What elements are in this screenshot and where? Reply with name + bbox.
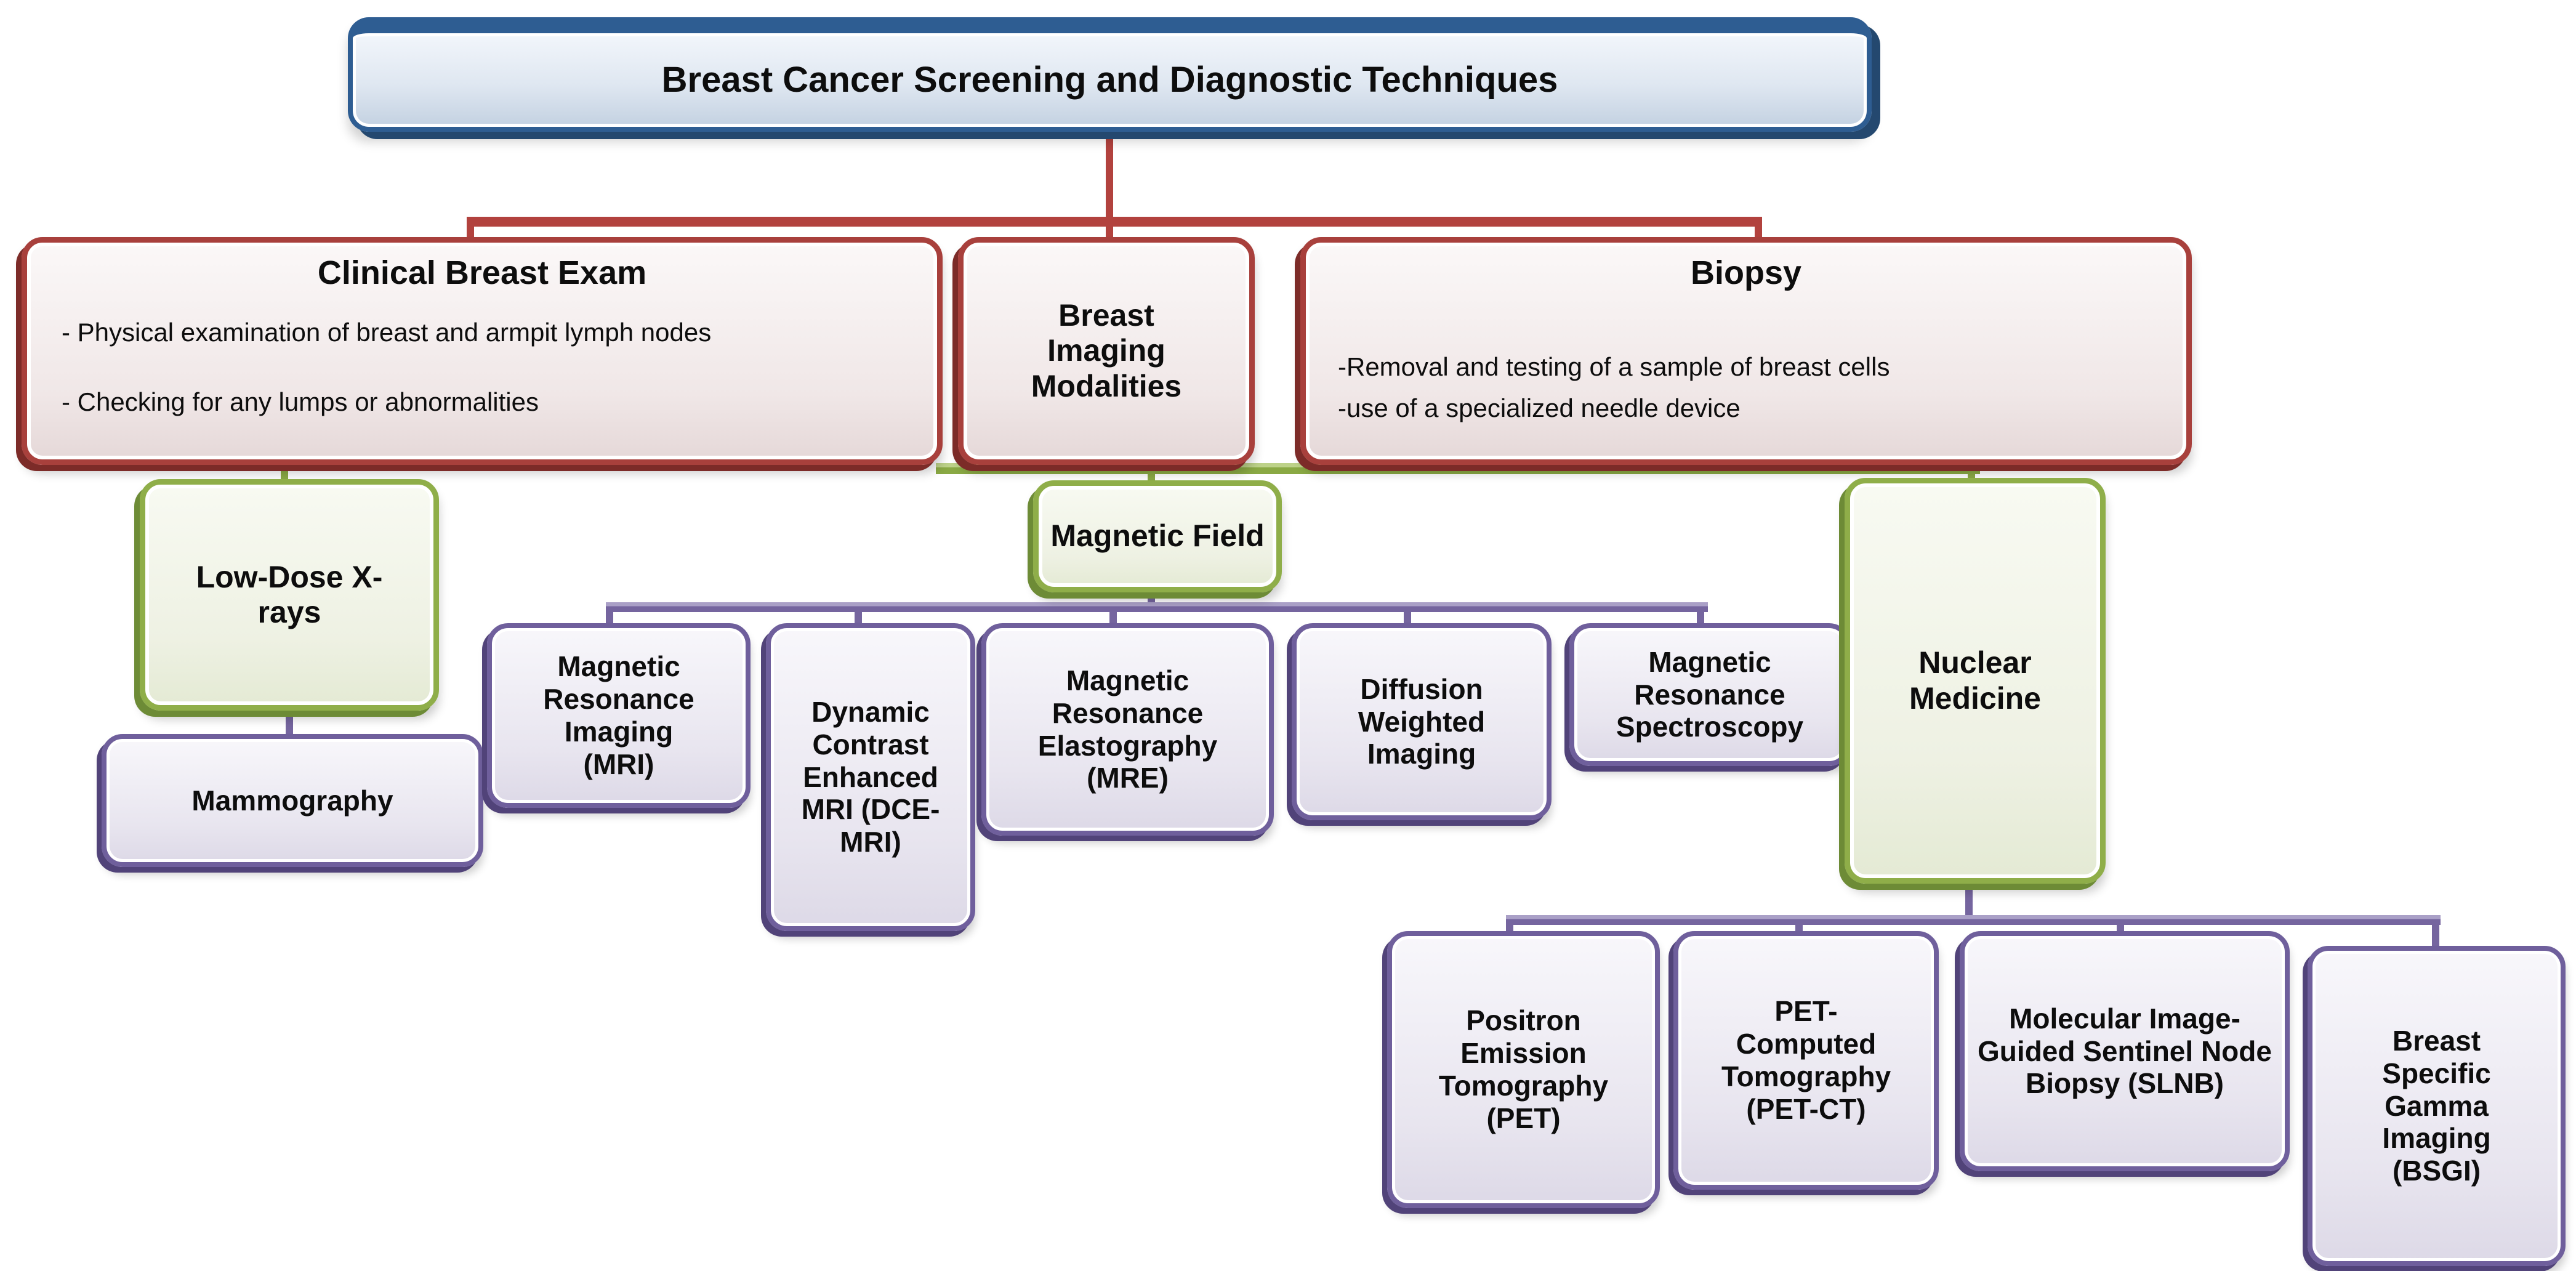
connector-imaging-horizontal (936, 463, 1980, 474)
pet-ct-title: PET-Computed Tomography (PET-CT) (1721, 995, 1891, 1125)
connector-stub-mre (1109, 611, 1117, 626)
connector-nuclear-down (1965, 882, 1973, 918)
connector-stub-mri (606, 611, 613, 626)
node-mammography: Mammography (102, 734, 483, 867)
biopsy-title: Biopsy (1690, 254, 1802, 291)
nuclear-title: Nuclear Medicine (1909, 645, 2041, 716)
mrs-title: Magnetic Resonance Spectroscopy (1616, 645, 1804, 743)
connector-mfield-horizontal (606, 602, 1708, 612)
biopsy-bullet-1: -Removal and testing of a sample of brea… (1338, 352, 1890, 381)
node-pet: Positron Emission Tomography (PET) (1387, 931, 1660, 1208)
imaging-title: Breast Imaging Modalities (1031, 297, 1182, 403)
node-bsgi: Breast Specific Gamma Imaging (BSGI) (2308, 946, 2566, 1266)
node-breast-imaging-modalities: Breast Imaging Modalities (958, 237, 1255, 465)
dwi-title: Diffusion Weighted Imaging (1358, 672, 1486, 770)
clinical-body: - Physical examination of breast and arm… (62, 317, 763, 418)
connector-nuclear-horizontal (1506, 915, 2441, 925)
connector-stub-imaging (1106, 222, 1113, 240)
node-biopsy: Biopsy -Removal and testing of a sample … (1300, 237, 2192, 465)
node-diagram-title: Breast Cancer Screening and Diagnostic T… (348, 17, 1872, 132)
node-clinical-breast-exam: Clinical Breast Exam - Physical examinat… (22, 237, 943, 465)
clinical-title: Clinical Breast Exam (317, 254, 647, 291)
connector-stub-dwi (1404, 611, 1411, 626)
mri-title: Magnetic Resonance Imaging (MRI) (543, 650, 694, 780)
clinical-bullet-1: - Physical examination of breast and arm… (62, 318, 712, 347)
clinical-bullet-2: - Checking for any lumps or abnormalitie… (62, 387, 539, 417)
connector-stub-clinical (467, 222, 474, 240)
connector-stub-slnb (2117, 922, 2124, 934)
connector-stub-magnetic-field (1148, 472, 1155, 483)
node-dce-mri: Dynamic Contrast Enhanced MRI (DCE-MRI) (766, 623, 975, 931)
connector-stub-bsgi (2432, 922, 2439, 948)
dce-mri-title: Dynamic Contrast Enhanced MRI (DCE-MRI) (801, 695, 940, 858)
connector-stub-pet (1506, 922, 1513, 934)
node-slnb: Molecular Image-Guided Sentinel Node Bio… (1960, 931, 2290, 1171)
biopsy-body: -Removal and testing of a sample of brea… (1338, 351, 2138, 424)
connector-stub-petct (1795, 922, 1803, 934)
connector-stub-mrs (1697, 611, 1704, 626)
node-diffusion-weighted-imaging: Diffusion Weighted Imaging (1292, 623, 1552, 820)
connector-stub-biopsy (1755, 222, 1762, 240)
node-mre: Magnetic Resonance Elastography (MRE) (981, 623, 1274, 836)
mammography-title: Mammography (191, 784, 393, 817)
connector-stub-dce (855, 611, 862, 626)
diagram-title-text: Breast Cancer Screening and Diagnostic T… (661, 59, 1558, 100)
node-mri: Magnetic Resonance Imaging (MRI) (487, 623, 751, 808)
node-pet-ct: PET-Computed Tomography (PET-CT) (1673, 931, 1939, 1190)
connector-clinical-to-lowdose (281, 461, 288, 482)
connector-row1-horizontal (467, 217, 1762, 227)
connector-lowdose-to-mammography (286, 708, 293, 736)
bsgi-title: Breast Specific Gamma Imaging (BSGI) (2382, 1024, 2491, 1187)
mre-title: Magnetic Resonance Elastography (MRE) (1037, 664, 1218, 794)
slnb-title: Molecular Image-Guided Sentinel Node Bio… (1978, 1002, 2272, 1100)
connector-title-vertical (1106, 131, 1113, 221)
connector-mfield-up (1148, 590, 1155, 605)
magnetic-field-title: Magnetic Field (1050, 518, 1265, 554)
node-mr-spectroscopy: Magnetic Resonance Spectroscopy (1569, 623, 1850, 766)
node-low-dose-x-rays: Low-Dose X-rays (140, 479, 439, 711)
lowdose-title: Low-Dose X-rays (196, 559, 383, 630)
node-magnetic-field: Magnetic Field (1033, 480, 1282, 592)
pet-title: Positron Emission Tomography (PET) (1438, 1004, 1609, 1134)
node-nuclear-medicine: Nuclear Medicine (1845, 478, 2106, 884)
biopsy-bullet-2: -use of a specialized needle device (1338, 393, 1741, 423)
